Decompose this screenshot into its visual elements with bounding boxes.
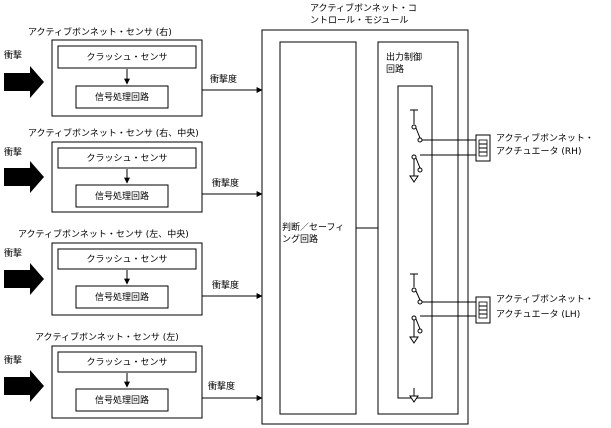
signal-processing-label: 信号処理回路 — [95, 190, 149, 202]
impact-arrow-icon — [4, 161, 44, 193]
control-module: アクティブボンネット・コ ントロール・モジュール 判断／セーフィ ング回路 出力… — [261, 2, 476, 425]
switch-blade — [415, 157, 421, 169]
judge-safing-circuit-box — [279, 41, 357, 415]
impact-arrow-icon — [4, 66, 44, 98]
signal-processing-box — [75, 388, 169, 412]
crash-sensor-label: クラッシュ・センサ — [86, 52, 167, 63]
switch-contact — [417, 167, 423, 173]
crash-sensor-label: クラッシュ・センサ — [86, 357, 167, 368]
switch-contact — [417, 328, 423, 334]
switch-blade — [415, 318, 421, 330]
switch-column-box — [397, 85, 433, 399]
signal-processing-label: 信号処理回路 — [95, 394, 149, 406]
signal-processing-label: 信号処理回路 — [95, 91, 149, 103]
crash-sensor-box — [57, 351, 197, 373]
impact-label: 衝撃 — [4, 146, 22, 158]
sensor-group-right-center: アクティブボンネット・センサ (右、中央) 衝撃 クラッシュ・センサ 信号処理回… — [4, 127, 263, 213]
switch-contact — [411, 124, 417, 130]
sensor-title: アクティブボンネット・センサ (右) — [28, 26, 172, 38]
impact-label: 衝撃 — [4, 49, 22, 61]
actuator-lh: アクティブボンネット・ アクチュエータ (LH) — [475, 293, 594, 324]
switch-contact — [417, 137, 423, 143]
ground-icon — [409, 336, 419, 344]
impact-degree-label: 衝撃度 — [208, 380, 235, 392]
ground-icon — [409, 175, 419, 183]
switch-contact — [417, 299, 423, 305]
impact-label: 衝撃 — [4, 247, 22, 259]
impact-label: 衝撃 — [4, 354, 22, 366]
signal-processing-box — [75, 85, 169, 109]
crash-sensor-label: クラッシュ・センサ — [86, 254, 167, 265]
crash-sensor-label: クラッシュ・センサ — [86, 153, 167, 164]
module-title-line2: ントロール・モジュール — [310, 16, 408, 26]
impact-degree-label: 衝撃度 — [212, 177, 239, 189]
module-title-line1: アクティブボンネット・コ — [310, 2, 417, 14]
impact-degree-label: 衝撃度 — [212, 279, 239, 291]
switch-set-lh — [409, 273, 476, 344]
output-control-label-line1: 出力制御 — [386, 51, 422, 63]
sensor-group-left-center: アクティブボンネット・センサ (左、中央) 衝撃 クラッシュ・センサ 信号処理回… — [4, 228, 263, 316]
actuator-rh-label-line1: アクティブボンネット・ — [496, 132, 594, 144]
crash-sensor-box — [57, 248, 197, 270]
signal-processing-box — [75, 184, 169, 208]
impact-arrow-icon — [4, 263, 44, 295]
impact-degree-label: 衝撃度 — [210, 73, 237, 85]
actuator-lh-label-line2: アクチュエータ (LH) — [496, 309, 580, 320]
actuator-rh: アクティブボンネット・ アクチュエータ (RH) — [475, 132, 594, 162]
switch-contact — [411, 287, 417, 293]
sensor-title: アクティブボンネット・センサ (左、中央) — [18, 228, 189, 240]
switch-blade — [415, 127, 421, 139]
crash-sensor-box — [57, 147, 197, 169]
actuator-lh-label-line1: アクティブボンネット・ — [496, 293, 594, 305]
output-control-label-line2: 回路 — [386, 63, 404, 75]
sensor-title: アクティブボンネット・センサ (左) — [35, 331, 179, 343]
switch-contact — [411, 315, 417, 321]
impact-arrow-icon — [4, 370, 44, 402]
signal-processing-box — [75, 285, 169, 309]
signal-processing-label: 信号処理回路 — [95, 291, 149, 303]
judge-safing-label-line2: ング回路 — [282, 233, 318, 245]
sensor-group-right: アクティブボンネット・センサ (右) 衝撃 クラッシュ・センサ 信号処理回路 衝… — [4, 26, 263, 117]
ground-icon — [409, 395, 419, 403]
switch-set-rh — [409, 109, 476, 183]
actuator-rh-label-line2: アクチュエータ (RH) — [496, 146, 581, 157]
sensor-title: アクティブボンネット・センサ (右、中央) — [28, 127, 199, 139]
judge-safing-label-line1: 判断／セーフィ — [282, 221, 344, 233]
sensor-group-left: アクティブボンネット・センサ (左) 衝撃 クラッシュ・センサ 信号処理回路 衝… — [4, 331, 263, 419]
switch-blade — [415, 290, 421, 301]
crash-sensor-box — [57, 45, 197, 69]
switch-contact — [411, 154, 417, 160]
